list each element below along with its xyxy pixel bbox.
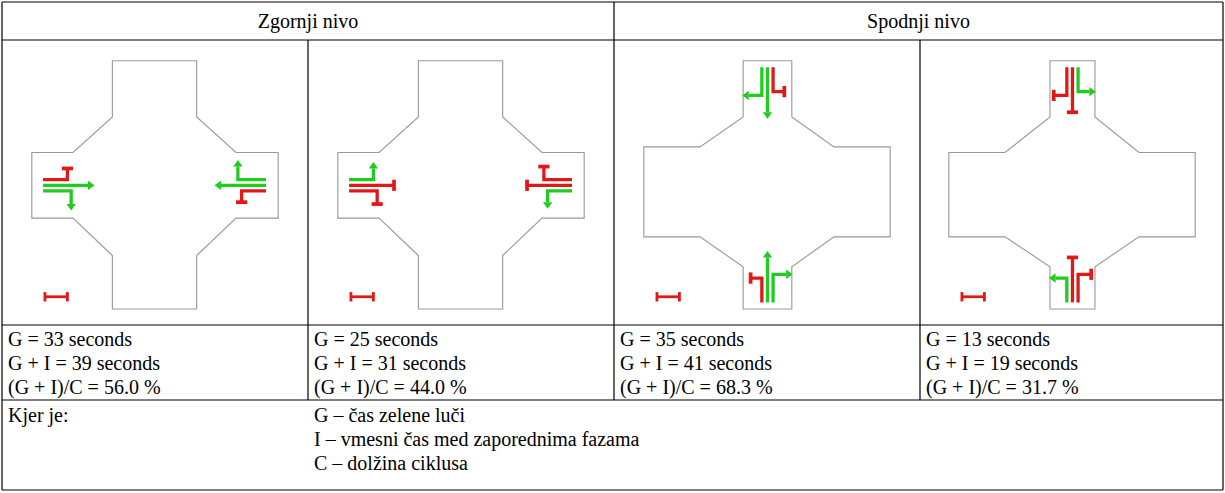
timing-value: (G + I)/C = 56.0 %: [8, 375, 161, 399]
stop-bar: [372, 202, 383, 206]
arrow-head: [214, 181, 221, 190]
timing-value: (G + I)/C = 68.3 %: [620, 375, 773, 399]
scale-bar: [657, 292, 679, 301]
timing-value: G = 25 seconds: [314, 327, 438, 351]
right-turn: [238, 167, 266, 180]
through: [527, 184, 572, 187]
stop-bar: [749, 272, 753, 283]
movement-arrows: [349, 162, 394, 204]
movement-arrows: [742, 67, 784, 119]
arrow-head: [763, 112, 772, 119]
right-turn: [1054, 67, 1067, 95]
arrow-head: [66, 204, 75, 211]
left-turn: [548, 191, 572, 202]
scale-bar: [45, 292, 67, 301]
right-turn: [773, 274, 786, 302]
level-header: Zgornji nivo: [2, 9, 614, 33]
through: [1071, 257, 1074, 302]
phase-diagram: [310, 42, 612, 323]
movement-arrows: [751, 251, 793, 303]
timing-value: G + I = 19 seconds: [926, 351, 1078, 375]
arrow-head: [233, 160, 242, 167]
legend-definition: G – čas zelene luči: [314, 403, 465, 427]
through: [43, 184, 88, 187]
left-turn: [349, 168, 373, 179]
timing-value: G = 13 seconds: [926, 327, 1050, 351]
timing-value: (G + I)/C = 31.7 %: [926, 375, 1079, 399]
timing-value: G = 33 seconds: [8, 327, 132, 351]
timing-value: G + I = 39 seconds: [8, 351, 160, 375]
arrow-head: [786, 270, 793, 279]
stop-bar: [62, 167, 73, 171]
arrow-head: [763, 251, 772, 258]
timing-value: G = 35 seconds: [620, 327, 744, 351]
left-turn: [1078, 67, 1089, 91]
stop-bar: [1067, 110, 1078, 114]
movement-arrows: [527, 167, 572, 209]
arrow-head: [742, 91, 749, 100]
timing-value: (G + I)/C = 44.0 %: [314, 375, 467, 399]
arrow-head: [1089, 87, 1096, 96]
movement-arrows: [1054, 67, 1096, 112]
left-turn: [1056, 278, 1067, 302]
legend-definition: C – dolžina ciklusa: [314, 451, 468, 475]
through: [349, 184, 394, 187]
scale-bar: [962, 292, 984, 301]
stop-bar: [1089, 269, 1093, 280]
level-header: Spodnji nivo: [614, 9, 1223, 33]
right-turn: [749, 67, 762, 95]
legend-definition: I – vmesni čas med zaporednima fazama: [314, 427, 639, 451]
phase-diagram: [616, 42, 918, 323]
stop-bar: [392, 180, 396, 191]
arrow-head: [369, 162, 378, 169]
stop-bar: [538, 165, 549, 169]
stop-bar: [525, 180, 529, 191]
phase-diagram: [4, 42, 306, 323]
movement-arrows: [43, 168, 95, 210]
timing-value: G + I = 41 seconds: [620, 351, 772, 375]
stop-bar: [1052, 90, 1056, 101]
through: [766, 67, 769, 112]
movement-arrows: [214, 160, 266, 202]
right-turn: [544, 167, 572, 180]
right-turn: [349, 191, 377, 204]
arrow-head: [88, 181, 95, 190]
movement-arrows: [1049, 257, 1091, 302]
scale-bar: [351, 292, 373, 301]
arrow-head: [1049, 273, 1056, 282]
through: [221, 184, 266, 187]
right-turn: [43, 191, 71, 204]
stop-bar: [1067, 256, 1078, 260]
arrow-head: [543, 202, 552, 209]
stop-bar: [236, 200, 247, 204]
legend-heading: Kjer je:: [8, 403, 69, 427]
through: [766, 257, 769, 302]
through: [1071, 67, 1074, 112]
right-turn: [1078, 274, 1091, 302]
stop-bar: [782, 86, 786, 97]
timing-value: G + I = 31 seconds: [314, 351, 466, 375]
phase-diagram: [922, 42, 1222, 323]
